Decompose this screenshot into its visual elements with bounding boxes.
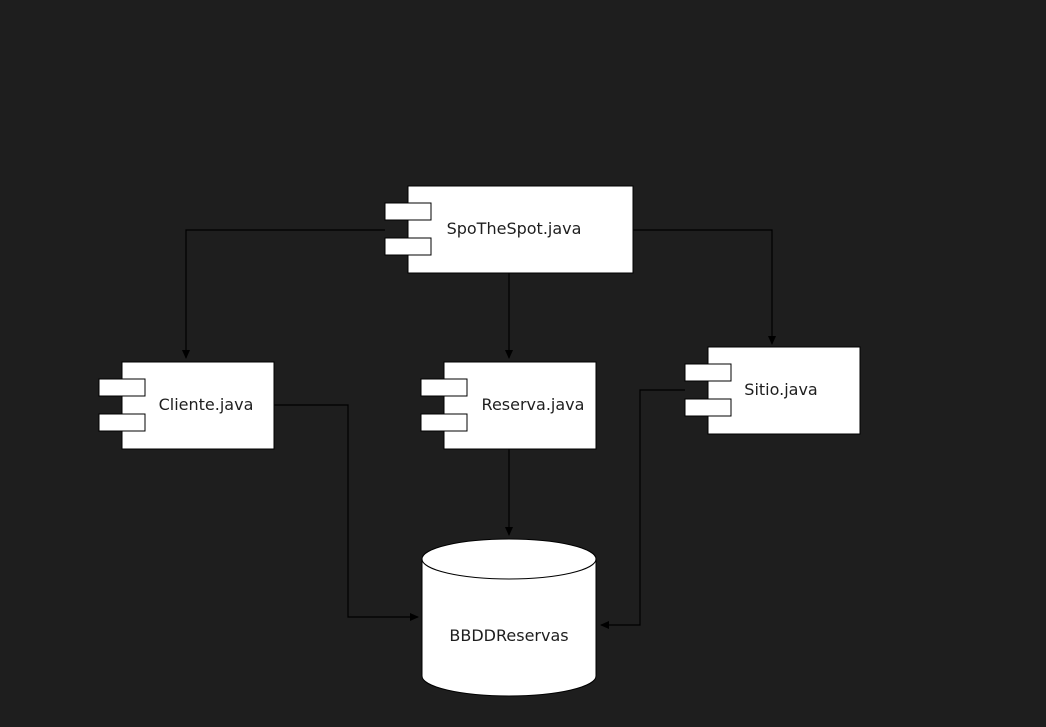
component-port-bottom bbox=[684, 398, 732, 417]
database-top bbox=[421, 538, 597, 580]
database-body bbox=[421, 559, 597, 697]
component-label: SpoTheSpot.java bbox=[447, 219, 582, 238]
component-cliente[interactable]: Cliente.java bbox=[98, 361, 275, 450]
component-port-top bbox=[420, 378, 468, 397]
component-reserva[interactable]: Reserva.java bbox=[420, 361, 597, 450]
component-port-bottom bbox=[384, 237, 432, 256]
component-port-bottom bbox=[420, 413, 468, 432]
component-label: Sitio.java bbox=[744, 380, 817, 399]
edge-spothespot-to-cliente bbox=[182, 229, 385, 359]
component-port-top bbox=[98, 378, 146, 397]
component-label: Reserva.java bbox=[482, 395, 585, 414]
component-sitio[interactable]: Sitio.java bbox=[684, 346, 861, 435]
edge-cliente-to-database bbox=[274, 404, 419, 621]
connectors bbox=[182, 229, 776, 629]
component-port-top bbox=[384, 202, 432, 221]
edge-spothespot-to-sitio bbox=[633, 229, 776, 345]
component-port-top bbox=[684, 363, 732, 382]
component-spothespot[interactable]: SpoTheSpot.java bbox=[384, 185, 634, 274]
database-bbddreservas[interactable]: BBDDReservas bbox=[421, 538, 597, 697]
component-label: Cliente.java bbox=[159, 395, 254, 414]
component-port-bottom bbox=[98, 413, 146, 432]
database-label: BBDDReservas bbox=[449, 626, 568, 645]
edge-sitio-to-database bbox=[600, 389, 685, 629]
